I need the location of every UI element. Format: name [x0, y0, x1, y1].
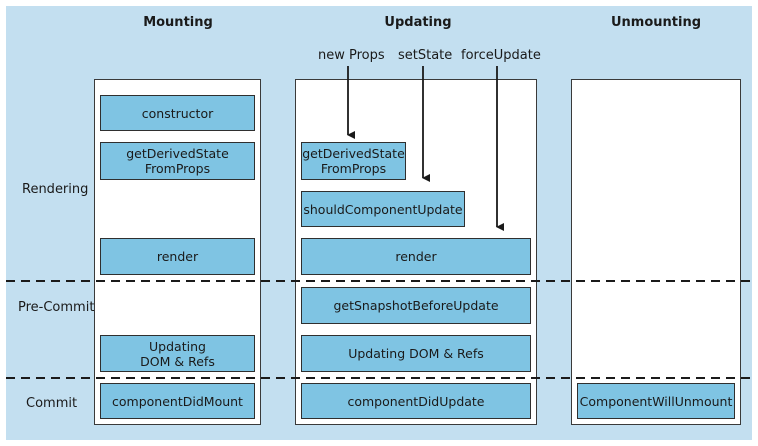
column-header-updating: Updating — [384, 15, 452, 30]
trigger-force-update: forceUpdate — [461, 48, 541, 63]
row-label-commit: Commit — [26, 396, 78, 411]
mounting-render-box: render — [100, 238, 255, 275]
mounting-updating-dom-box: Updating DOM & Refs — [100, 335, 255, 372]
mounting-componentdidmount-box: componentDidMount — [100, 383, 255, 419]
row-label-precommit: Pre-Commit — [18, 300, 95, 315]
updating-getsnapshot-box: getSnapshotBeforeUpdate — [301, 287, 531, 324]
updating-updating-dom-box: Updating DOM & Refs — [301, 335, 531, 372]
row-label-rendering: Rendering — [22, 182, 89, 197]
column-header-mounting: Mounting — [143, 15, 213, 30]
column-header-unmounting: Unmounting — [610, 15, 702, 30]
updating-componentdidupdate-box: componentDidUpdate — [301, 383, 531, 419]
trigger-set-state: setState — [398, 48, 453, 63]
mounting-constructor-box: constructor — [100, 95, 255, 131]
mounting-getderivedstate-box: getDerivedState FromProps — [100, 142, 255, 180]
trigger-new-props: new Props — [318, 48, 385, 63]
unmounting-panel — [571, 79, 741, 425]
updating-render-box: render — [301, 238, 531, 275]
unmounting-componentwillunmount-box: ComponentWillUnmount — [577, 383, 735, 419]
updating-getderivedstate-box: getDerivedState FromProps — [301, 142, 406, 180]
updating-shouldcomponentupdate-box: shouldComponentUpdate — [301, 191, 465, 227]
